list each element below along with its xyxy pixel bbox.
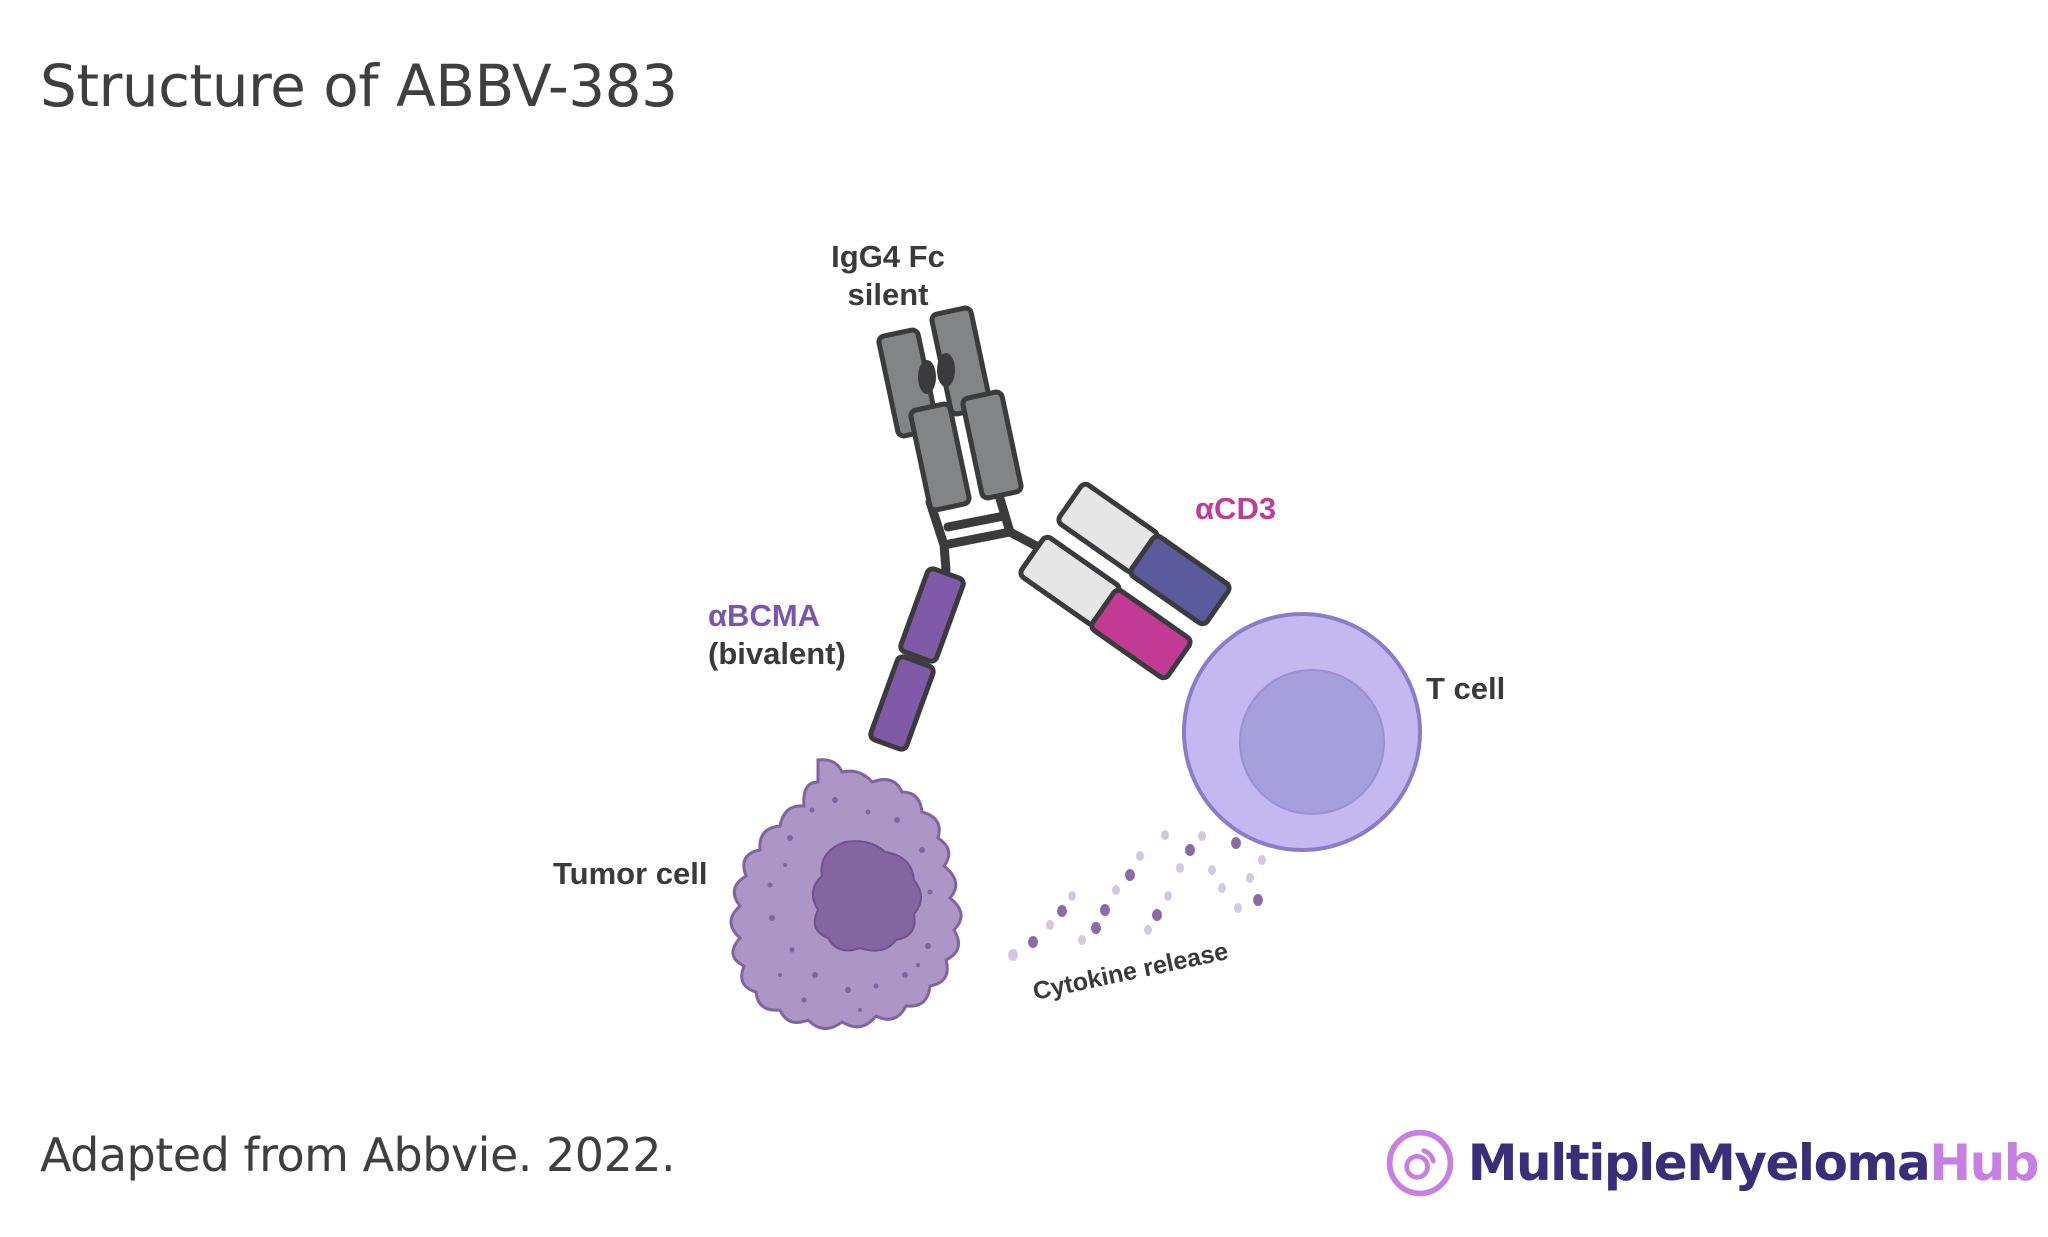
acd3-variable-blue	[1128, 533, 1232, 627]
t-cell	[1182, 612, 1422, 852]
tumor-cell-nucleus	[811, 840, 922, 952]
fc-ch2-right	[960, 389, 1024, 501]
source-credit: Adapted from Abbvie. 2022.	[40, 1128, 676, 1182]
logo-wordmark: MultipleMyelomaHub	[1467, 1134, 2040, 1192]
tumor-cell	[729, 758, 963, 1030]
page-title: Structure of ABBV-383	[40, 52, 678, 120]
acd3-arm	[1018, 481, 1232, 681]
cell-ring-icon	[1386, 1129, 1454, 1197]
fc-label: IgG4 Fc silent	[831, 239, 945, 312]
cytokine-particles	[1008, 830, 1266, 961]
fc-domain	[876, 305, 1024, 513]
abcma-arm	[868, 566, 966, 752]
antibody-abbv-383	[868, 305, 1232, 752]
abcma-label: αBCMA (bivalent)	[708, 598, 846, 671]
acd3-variable-pink	[1089, 587, 1193, 681]
fc-label-line2: silent	[848, 277, 929, 312]
logo-main-text: MultipleMyeloma	[1467, 1134, 1931, 1192]
fc-label-line1: IgG4 Fc	[831, 239, 945, 274]
knob-into-hole	[918, 360, 936, 394]
fc-ch2-left	[908, 401, 972, 513]
abcma-label-line2: (bivalent)	[708, 636, 846, 671]
t-cell-label: T cell	[1426, 671, 1505, 706]
t-cell-nucleus	[1239, 669, 1385, 815]
tumor-cell-granules	[767, 797, 933, 1012]
knob-into-hole	[937, 353, 955, 387]
cytokine-label: Cytokine release	[1030, 937, 1230, 1006]
abcma-domain-2	[868, 654, 936, 752]
acd3-label: αCD3	[1195, 491, 1276, 526]
abcma-label-line1: αBCMA	[708, 598, 820, 633]
multiple-myeloma-hub-logo[interactable]: MultipleMyelomaHub	[1382, 1125, 2040, 1201]
abcma-domain-1	[898, 566, 966, 664]
logo-accent-text: Hub	[1929, 1134, 2039, 1192]
tumor-cell-label: Tumor cell	[553, 856, 707, 891]
